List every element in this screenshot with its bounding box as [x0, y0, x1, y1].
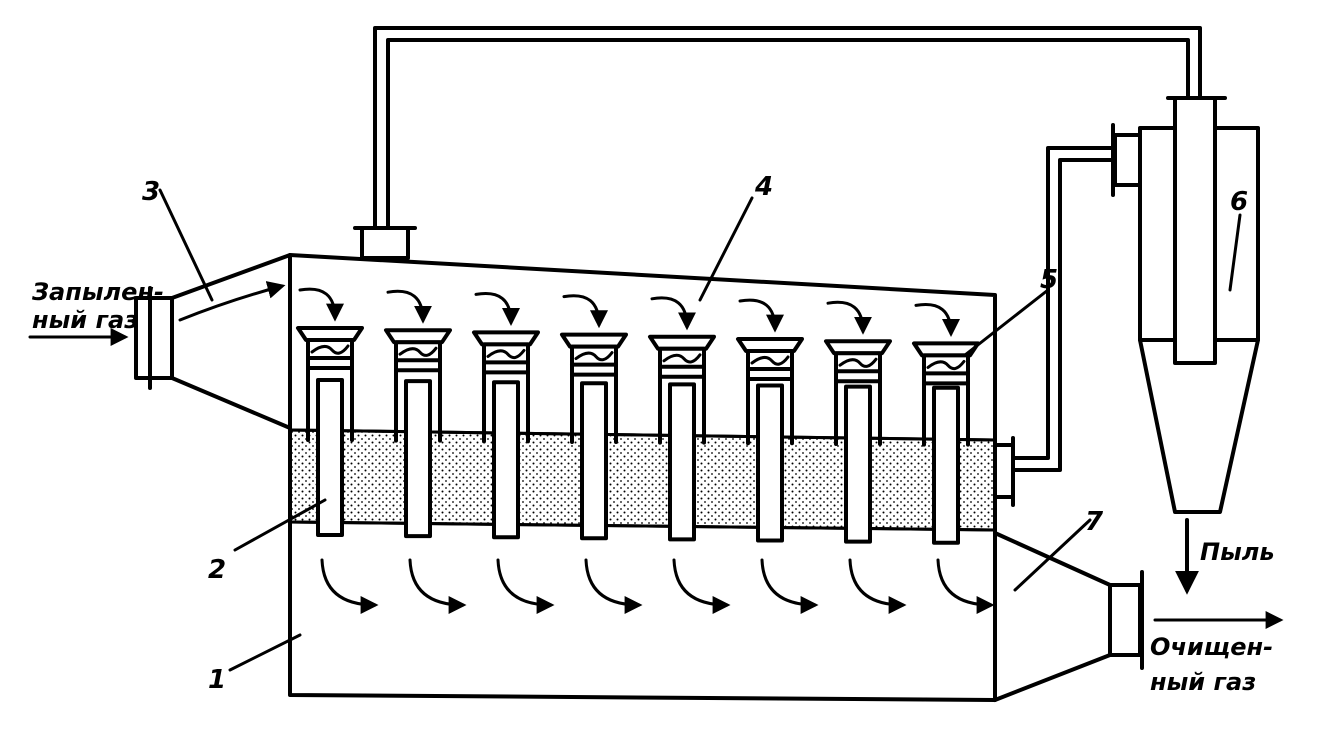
callout-5: 5 [1040, 265, 1058, 295]
callout-7: 7 [1085, 507, 1104, 537]
dust-transfer-pipe [993, 123, 1142, 507]
filter-element [824, 300, 907, 614]
filter-element [736, 298, 819, 614]
callout-2: 2 [208, 555, 226, 585]
callout-leaders [158, 188, 1242, 672]
inlet-label-line2: ный газ [32, 306, 138, 334]
callout-1: 1 [208, 665, 226, 695]
recirculation-pipe [353, 26, 1202, 260]
outlet-label-line1: Очищен- [1150, 633, 1273, 661]
outlet-label-line2: ный газ [1150, 668, 1256, 696]
callout-4: 4 [754, 172, 773, 202]
inlet-flow-arrow [28, 281, 286, 346]
filter-element [296, 287, 379, 614]
inlet-label-line1: Запылен- [31, 278, 164, 306]
inlet-duct [134, 253, 292, 430]
callout-6: 6 [1230, 187, 1248, 217]
dust-label: Пыль [1200, 538, 1275, 566]
filter-element [472, 292, 555, 614]
outlet-duct [993, 531, 1144, 702]
callout-3: 3 [142, 177, 160, 207]
filter-elements [296, 287, 995, 614]
filter-element [648, 296, 731, 614]
filter-element [560, 294, 643, 614]
cyclone [1138, 96, 1260, 595]
filter-element [384, 289, 467, 614]
filter-bed [288, 428, 997, 532]
filter-element [912, 303, 995, 614]
